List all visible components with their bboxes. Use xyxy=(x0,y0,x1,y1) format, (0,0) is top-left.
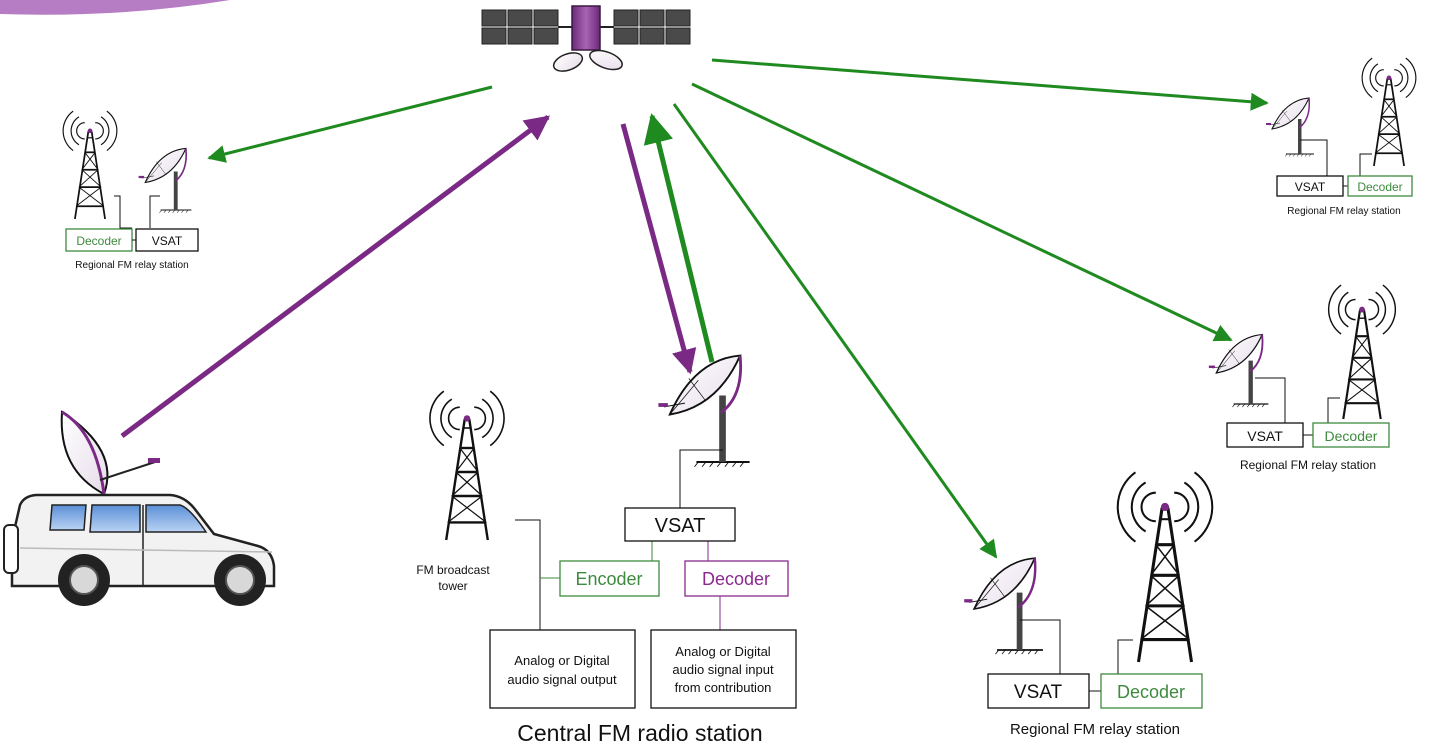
decoder-box xyxy=(684,560,789,597)
vsat-box xyxy=(1226,422,1304,448)
encoder-box xyxy=(559,560,660,597)
uplink-arrow-central xyxy=(643,113,715,363)
vsat-label: VSAT xyxy=(1247,428,1283,444)
dish-antenna-icon xyxy=(137,147,193,214)
fm-tower-label-line2: tower xyxy=(438,579,467,593)
broadcast-tower-icon xyxy=(1116,470,1214,664)
vsat-box xyxy=(624,507,736,542)
downlink-arrow-top-right xyxy=(711,58,1269,111)
audio-output-label-line1: Analog or Digital xyxy=(514,653,609,668)
decoder-box xyxy=(1347,175,1413,197)
audio-input-label-line1: Analog or Digital xyxy=(675,644,770,659)
decoder-label: Decoder xyxy=(702,569,770,589)
audio-input-box xyxy=(650,629,797,709)
relay-station-label: Regional FM relay station xyxy=(1287,206,1400,217)
vsat-label: VSAT xyxy=(1295,180,1326,194)
relay-station-label: Regional FM relay station xyxy=(1240,458,1376,472)
relay-station-bottom-right: VSAT Decoder Regional FM relay station xyxy=(963,470,1214,738)
corner-decoration xyxy=(0,0,230,15)
dish-antenna-icon xyxy=(963,556,1045,656)
vsat-label: VSAT xyxy=(152,234,183,248)
broadcast-tower-icon xyxy=(1361,57,1417,167)
relay-station-top-right: VSAT Decoder Regional FM relay station xyxy=(1265,57,1417,217)
relay-station-right: VSAT Decoder Regional FM relay station xyxy=(1207,284,1397,472)
decoder-label: Decoder xyxy=(1117,682,1185,702)
audio-input-label-line2: audio signal input xyxy=(672,662,774,677)
satellite-icon xyxy=(481,5,691,72)
broadcast-tower-icon xyxy=(428,390,506,542)
downlink-arrow-left xyxy=(207,85,493,163)
downlink-arrow-bottom-right xyxy=(672,103,998,559)
central-station-title: Central FM radio station xyxy=(517,720,762,746)
encoder-label: Encoder xyxy=(575,569,642,589)
broadcast-tower-icon xyxy=(1327,284,1397,421)
decoder-label: Decoder xyxy=(1325,428,1378,444)
broadcast-tower-icon xyxy=(62,110,118,220)
vsat-label: VSAT xyxy=(655,515,706,537)
decoder-label: Decoder xyxy=(1357,180,1402,194)
audio-input-label-line3: from contribution xyxy=(675,680,772,695)
dish-antenna-icon xyxy=(1265,97,1315,158)
decoder-box xyxy=(1100,673,1203,709)
audio-output-label-line2: audio signal output xyxy=(507,672,617,687)
vsat-box xyxy=(135,228,199,252)
decoder-label: Decoder xyxy=(76,234,121,248)
relay-station-label: Regional FM relay station xyxy=(1010,721,1180,738)
relay-station-left: Decoder VSAT Regional FM relay station xyxy=(62,110,199,271)
news-van-icon xyxy=(3,410,276,606)
dish-antenna-icon xyxy=(1207,333,1270,409)
central-station: FM broadcast tower VSAT Encoder Decoder … xyxy=(416,354,797,746)
signal-arrows xyxy=(120,58,1269,559)
downlink-arrow-right xyxy=(691,82,1233,342)
decoder-box xyxy=(1312,422,1390,448)
uplink-arrow-van xyxy=(120,114,551,439)
fm-tower-label: FM broadcast xyxy=(416,563,490,577)
downlink-arrow-central xyxy=(620,123,697,375)
audio-output-box xyxy=(489,629,636,709)
vsat-label: VSAT xyxy=(1014,682,1063,703)
relay-station-label: Regional FM relay station xyxy=(75,260,188,271)
